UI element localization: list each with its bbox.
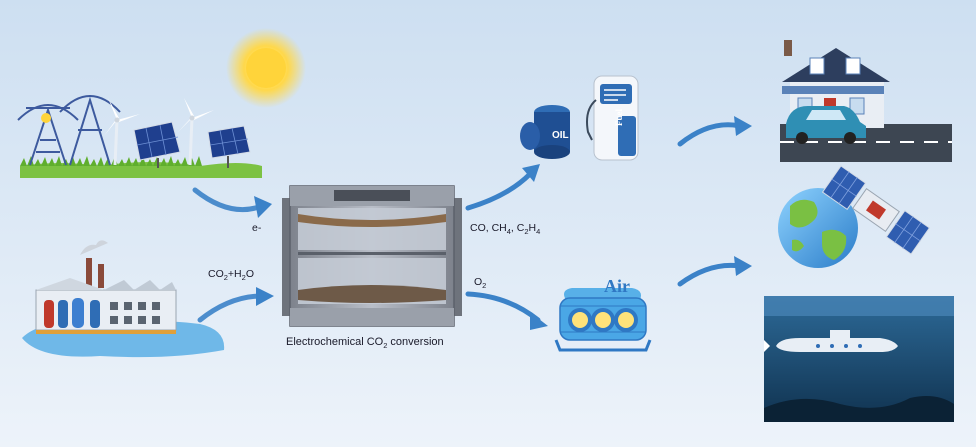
feed-sub-text: 2 (223, 273, 228, 283)
feed-plus-h-text: +H (227, 268, 242, 280)
earth-with-satellite-illustration (778, 165, 931, 268)
oxygen-sub: 2 (482, 281, 487, 291)
products-sub3: 4 (536, 227, 541, 237)
arrow-fuel-to-applications (677, 116, 752, 147)
power-pylon-icon (17, 95, 121, 166)
feed-sub2-text: 2 (241, 273, 246, 283)
products-text-a: CO, CH (470, 222, 507, 234)
fuel-text: Fuel (614, 109, 624, 126)
arrow-reactor-to-air (465, 291, 548, 330)
oil-text: OIL (552, 130, 569, 141)
reactor-caption-sub: 2 (383, 341, 388, 351)
wind-turbine-icon (104, 98, 214, 166)
products-text-b: , C (510, 222, 525, 234)
electrochemical-reactor (282, 185, 462, 327)
feed-co-text: CO (208, 268, 224, 280)
arrow-factory-to-reactor (197, 287, 274, 323)
air-tank-icon (554, 288, 652, 352)
air-tank-label: Air (604, 276, 630, 297)
solar-panel-icon (133, 121, 251, 168)
oil-barrel-icon (520, 105, 570, 159)
arrow-reactor-to-fuel (465, 164, 540, 211)
sun-icon (226, 28, 306, 108)
factory-icon (22, 240, 225, 358)
products-sub2: 2 (524, 227, 529, 237)
fuel-pump-label: Fuel (614, 109, 624, 126)
reactor-caption: Electrochemical CO2 conversion (286, 336, 444, 350)
oxygen-label: O2 (474, 276, 486, 290)
house-with-car-illustration (780, 40, 952, 162)
air-text: Air (604, 276, 630, 296)
fuel-pump-icon (586, 75, 639, 161)
products-label: CO, CH4, C2H4 (470, 222, 540, 236)
electron-text: e- (252, 222, 262, 234)
oxygen-text: O (474, 276, 483, 288)
ocean-submarine-illustration (764, 296, 954, 422)
feed-o-text: O (245, 268, 254, 280)
electron-label: e- (252, 222, 261, 234)
products-text-c: H (528, 222, 537, 234)
arrow-energy-to-reactor (192, 187, 272, 218)
reactor-caption-b: conversion (387, 336, 444, 348)
oil-barrel-label: OIL (552, 130, 569, 141)
reactor-caption-a: Electrochemical CO (286, 336, 384, 348)
products-sub1: 4 (506, 227, 511, 237)
feed-label: CO2+H2O (208, 268, 254, 282)
arrow-air-to-applications (677, 256, 752, 287)
